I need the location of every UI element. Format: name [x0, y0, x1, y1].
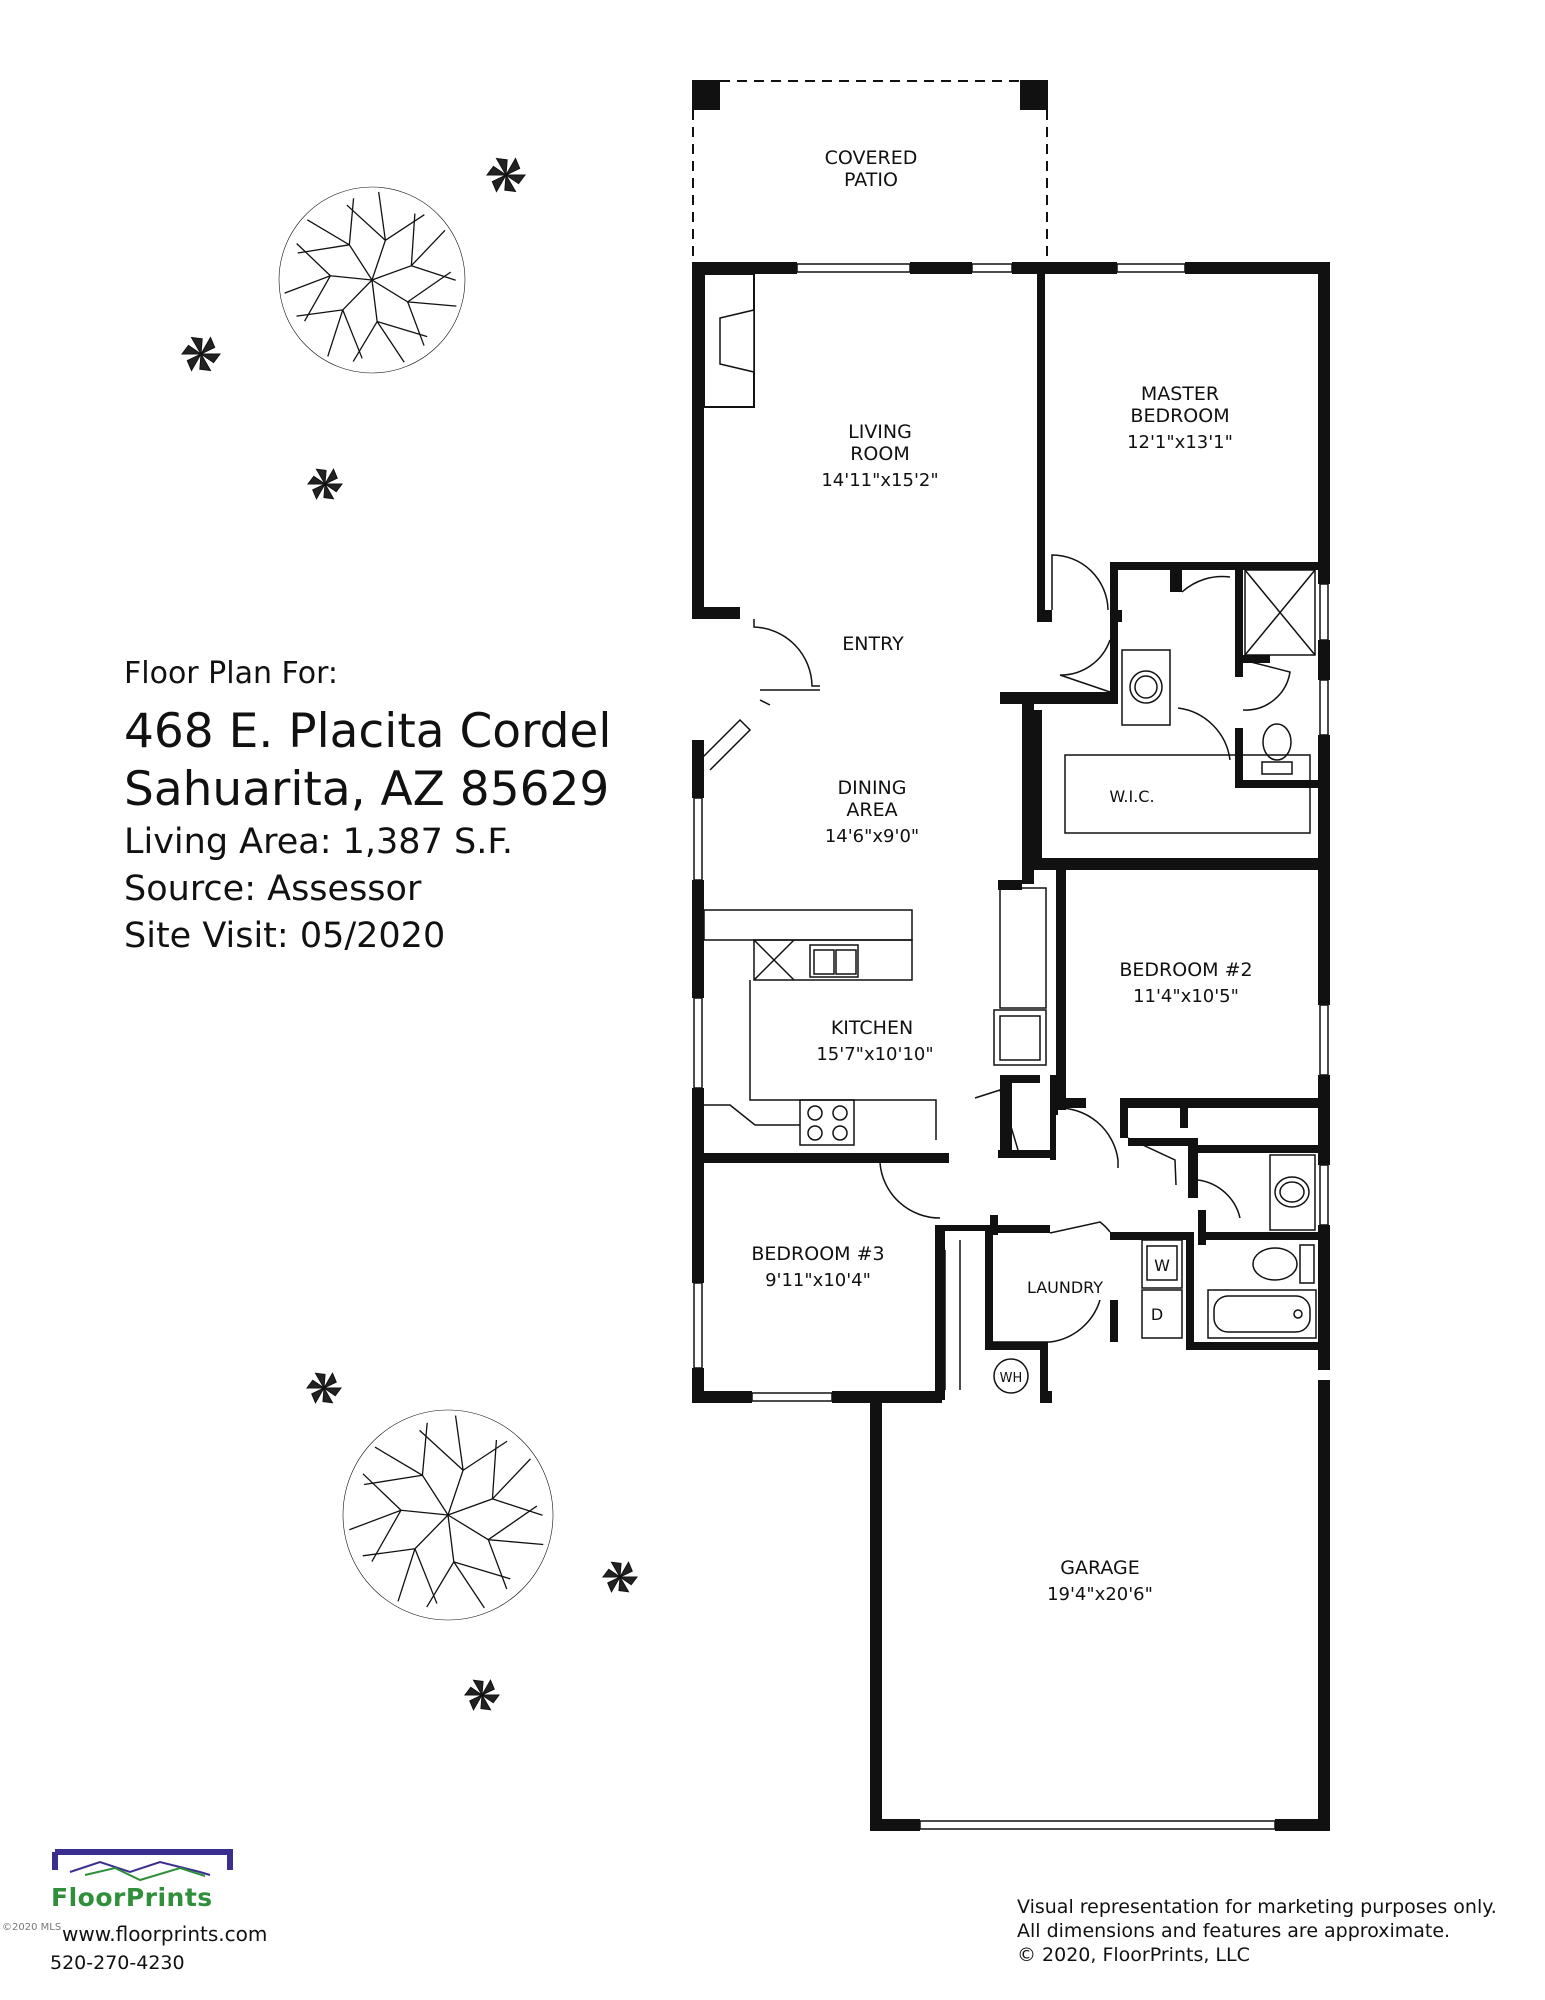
fireplace — [703, 273, 755, 408]
disclaimer: Visual representation for marketing purp… — [1017, 1895, 1517, 1967]
water-heater-label: WH — [1000, 1371, 1023, 1386]
disclaimer-line-3: © 2020, FloorPrints, LLC — [1017, 1944, 1250, 1966]
master-bedroom-label-2: BEDROOM — [1130, 405, 1229, 427]
master-bedroom-dims: 12'1"x13'1" — [1127, 432, 1233, 453]
bath-fixtures — [1064, 569, 1317, 1339]
logo-brand-name: FloorPrints — [51, 1883, 213, 1912]
living-room-dims: 14'11"x15'2" — [821, 470, 938, 491]
covered-patio-label: COVERED — [825, 147, 918, 169]
site-visit: Site Visit: 05/2020 — [124, 916, 446, 956]
master-bedroom-label: MASTER — [1141, 383, 1219, 405]
exterior-walls — [692, 262, 1330, 1831]
dining-area-label: DINING — [838, 777, 907, 799]
tree-icon — [278, 186, 466, 374]
shrub-icon — [485, 157, 527, 193]
dryer-label: D — [1151, 1305, 1163, 1324]
kitchen-fixtures — [703, 887, 1047, 1146]
shrub-icon — [463, 1679, 501, 1711]
washer-label: W — [1154, 1256, 1170, 1275]
source: Source: Assessor — [124, 869, 422, 909]
shrub-icon — [305, 1372, 343, 1404]
laundry-appliances — [993, 1239, 1183, 1394]
windows — [693, 263, 1329, 1830]
logo-phone: 520-270-4230 — [50, 1952, 185, 1974]
address-line-1: 468 E. Placita Cordel — [124, 704, 612, 759]
garage-dims: 19'4"x20'6" — [1047, 1584, 1153, 1605]
address-line-2: Sahuarita, AZ 85629 — [124, 762, 610, 817]
disclaimer-line-1: Visual representation for marketing purp… — [1017, 1896, 1497, 1918]
floorprints-logo: FloorPrints www.floorprints.com 520-270-… — [50, 1830, 267, 1995]
room-labels: COVERED PATIO LIVING ROOM 14'11"x15'2" M… — [751, 147, 1252, 1605]
doors — [699, 554, 1291, 1390]
tree-icon — [342, 1409, 554, 1621]
garage-label: GARAGE — [1060, 1557, 1140, 1579]
interior-walls — [704, 274, 1318, 1400]
living-room-label: LIVING — [848, 421, 912, 443]
laundry-label: LAUNDRY — [1027, 1278, 1103, 1297]
disclaimer-line-2: All dimensions and features are approxim… — [1017, 1920, 1451, 1942]
bedroom3-dims: 9'11"x10'4" — [765, 1270, 871, 1291]
bedroom3-label: BEDROOM #3 — [751, 1243, 884, 1265]
covered-patio-label-2: PATIO — [844, 169, 898, 191]
entry-label: ENTRY — [842, 633, 904, 655]
covered-patio — [692, 80, 1048, 262]
logo-website: www.floorprints.com — [62, 1922, 268, 1946]
dining-area-label-2: AREA — [846, 799, 897, 821]
shrub-icon — [601, 1561, 639, 1593]
water-heater — [993, 1358, 1029, 1394]
kitchen-dims: 15'7"x10'10" — [816, 1044, 933, 1065]
mls-watermark: ©2020 MLS — [2, 1922, 62, 1933]
dining-area-dims: 14'6"x9'0" — [825, 826, 919, 847]
bedroom2-dims: 11'4"x10'5" — [1133, 986, 1239, 1007]
property-info: Floor Plan For: 468 E. Placita Cordel Sa… — [124, 655, 644, 960]
shrub-icon — [180, 336, 222, 372]
wic-label: W.I.C. — [1109, 787, 1154, 806]
kitchen-label: KITCHEN — [831, 1017, 913, 1039]
living-room-label-2: ROOM — [850, 443, 910, 465]
landscape-trees — [180, 157, 639, 1711]
living-area: Living Area: 1,387 S.F. — [124, 822, 513, 862]
dryer — [1141, 1289, 1183, 1339]
shrub-icon — [306, 468, 344, 500]
floor-plan-heading: Floor Plan For: — [124, 656, 338, 691]
bedroom2-label: BEDROOM #2 — [1119, 959, 1252, 981]
washer — [1141, 1239, 1183, 1289]
logo-house-icon — [52, 1849, 233, 1882]
